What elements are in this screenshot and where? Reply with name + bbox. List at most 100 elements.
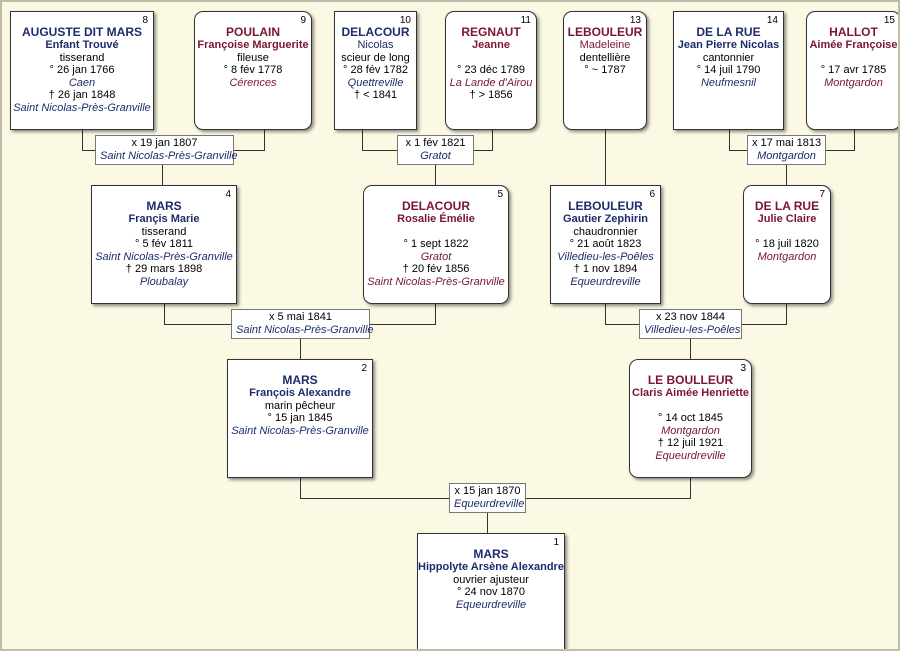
birth-place: Saint Nicolas-Près-Granville <box>231 424 369 437</box>
person-given-name: Claris Aimée Henriette <box>632 387 749 399</box>
birth-date: ° 28 fév 1782 <box>343 64 408 77</box>
person-surname: DELACOUR <box>402 199 470 213</box>
connector-line <box>492 129 493 151</box>
person-box-9[interactable]: 9 POULAIN Françoise Marguerite fileuse °… <box>194 11 312 130</box>
birth-place: Equeurdreville <box>455 598 527 611</box>
death-date: † 29 mars 1898 <box>125 263 203 276</box>
marriage-date: x 5 mai 1841 <box>269 311 332 323</box>
person-box-3[interactable]: 3 LE BOULLEUR Claris Aimée Henriette ​ °… <box>629 359 752 478</box>
birth-place: Neufmesnil <box>700 76 757 89</box>
person-box-14[interactable]: 14 DE LA RUE Jean Pierre Nicolas cantonn… <box>673 11 784 130</box>
person-given-name: Jean Pierre Nicolas <box>677 39 780 51</box>
person-surname: MARS <box>146 199 182 213</box>
person-box-6[interactable]: 6 LEBOULEUR Gautier Zephirin chaudronnie… <box>550 185 661 304</box>
person-surname: MARS <box>473 547 509 561</box>
connector-line <box>300 324 301 360</box>
connector-line <box>786 303 787 325</box>
marriage-date: x 15 jan 1870 <box>454 485 521 497</box>
death-date: † 1 nov 1894 <box>573 263 638 276</box>
person-box-11[interactable]: 11 REGNAUT Jeanne ​ ° 23 déc 1789 La Lan… <box>445 11 537 130</box>
death-date: † 12 juil 1921 <box>657 437 724 450</box>
birth-date: ° 18 juil 1820 <box>755 238 819 251</box>
person-given-name: Jeanne <box>472 39 510 51</box>
birth-place: Gratot <box>420 250 452 263</box>
connector-line <box>162 150 163 185</box>
connector-line <box>362 129 363 151</box>
connector-line <box>435 150 436 185</box>
person-surname: MARS <box>282 373 318 387</box>
birth-place: Quettreville <box>347 76 404 89</box>
person-box-2[interactable]: 2 MARS François Alexandre marin pêcheur … <box>227 359 373 478</box>
connector-line <box>854 129 855 151</box>
birth-place: Villedieu-les-Poêles <box>557 250 654 263</box>
person-surname: DE LA RUE <box>754 199 820 213</box>
person-occupation: scieur de long <box>341 51 410 64</box>
person-occupation: ouvrier ajusteur <box>453 573 529 586</box>
person-surname: DE LA RUE <box>696 25 761 39</box>
birth-date: ° 1 sept 1822 <box>403 238 469 251</box>
person-box-13[interactable]: 13 LEBOULEUR Madeleine dentellière ° ~ 1… <box>563 11 647 130</box>
person-surname: POULAIN <box>226 25 280 39</box>
connector-line <box>264 129 265 151</box>
sosa-number: 2 <box>361 363 367 374</box>
person-box-15[interactable]: 15 HALLOT Aimée Françoise ​ ° 17 avr 178… <box>806 11 898 130</box>
birth-place: Saint Nicolas-Près-Granville <box>95 250 233 263</box>
sosa-number: 10 <box>399 15 411 26</box>
death-place: Saint Nicolas-Près-Granville <box>13 101 151 114</box>
person-box-8[interactable]: 8 AUGUSTE DIT MARS Enfant Trouvé tissera… <box>10 11 154 130</box>
death-place: Saint Nicolas-Près-Granville <box>367 275 505 288</box>
person-occupation: ​ <box>364 226 508 239</box>
sosa-number: 13 <box>629 15 641 26</box>
connector-line <box>300 477 301 499</box>
birth-date: ° 26 jan 1766 <box>49 64 115 77</box>
birth-date: ° 14 oct 1845 <box>658 412 723 425</box>
marriage-place: Saint Nicolas-Près-Granville <box>236 324 374 336</box>
marriage-label: x 17 mai 1813 Montgardon <box>747 135 826 165</box>
sosa-number: 9 <box>300 15 306 26</box>
death-date: † 26 jan 1848 <box>48 89 116 102</box>
birth-date: ° 21 août 1823 <box>569 238 642 251</box>
person-given-name: Enfant Trouvé <box>45 39 119 51</box>
birth-date: ° 14 juil 1790 <box>696 64 761 77</box>
person-box-10[interactable]: 10 DELACOUR Nicolas scieur de long ° 28 … <box>334 11 417 130</box>
person-surname: AUGUSTE DIT MARS <box>22 25 142 39</box>
marriage-date: x 19 jan 1807 <box>131 137 198 149</box>
marriage-date: x 17 mai 1813 <box>752 137 822 149</box>
person-occupation: marin pêcheur <box>264 399 336 412</box>
sosa-number: 8 <box>142 15 148 26</box>
sosa-number: 5 <box>497 189 503 200</box>
person-given-name: Rosalie Émélie <box>397 213 475 225</box>
person-occupation: tisserand <box>59 51 105 64</box>
connector-line <box>690 324 691 360</box>
death-place: Equeurdreville <box>570 275 641 288</box>
connector-line <box>605 303 606 325</box>
birth-date: ° 23 déc 1789 <box>456 64 525 77</box>
marriage-label: x 5 mai 1841 Saint Nicolas-Près-Granvill… <box>231 309 374 339</box>
person-box-7[interactable]: 7 DE LA RUE Julie Claire ​ ° 18 juil 182… <box>743 185 831 304</box>
death-date: † 20 fév 1856 <box>402 263 470 276</box>
marriage-place: Villedieu-les-Poêles <box>644 324 741 336</box>
marriage-place: Saint Nicolas-Près-Granville <box>100 150 238 162</box>
person-given-name: Aimée Françoise <box>809 39 898 51</box>
person-box-1[interactable]: 1 MARS Hippolyte Arsène Alexandre ouvrie… <box>417 533 565 649</box>
birth-place: Caen <box>68 76 96 89</box>
person-occupation: ​ <box>744 226 830 239</box>
person-box-4[interactable]: 4 MARS Françis Marie tisserand ° 5 fév 1… <box>91 185 237 304</box>
sosa-number: 3 <box>740 363 746 374</box>
person-given-name: Madeleine <box>579 39 631 51</box>
marriage-label: x 15 jan 1870 Equeurdreville <box>449 483 526 513</box>
person-occupation: tisserand <box>141 225 187 238</box>
person-occupation: cantonnier <box>702 51 755 64</box>
connector-line <box>729 129 730 151</box>
birth-place: La Lande d'Airou <box>449 76 533 89</box>
birth-place: Montgardon <box>661 424 720 437</box>
person-box-5[interactable]: 5 DELACOUR Rosalie Émélie ​ ° 1 sept 182… <box>363 185 509 304</box>
person-given-name: Hippolyte Arsène Alexandre <box>418 561 564 573</box>
birth-date: ° 5 fév 1811 <box>134 238 193 251</box>
marriage-date: x 1 fév 1821 <box>405 137 466 149</box>
person-occupation: fileuse <box>237 51 269 64</box>
sosa-number: 6 <box>649 189 655 200</box>
connector-line <box>690 477 691 499</box>
connector-line <box>487 498 488 534</box>
